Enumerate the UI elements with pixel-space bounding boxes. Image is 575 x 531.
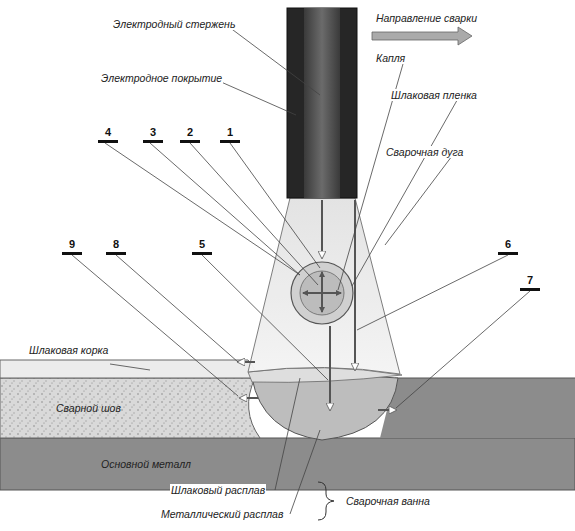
callout-number: 5: [192, 238, 212, 250]
part-label: Направление сварки: [375, 12, 478, 24]
part-label: Сварной шов: [55, 402, 122, 414]
part-label: Сварочная дуга: [385, 146, 464, 158]
part-label: Основной металл: [100, 458, 192, 470]
part-label: Металлический расплав: [160, 508, 284, 520]
part-label: Шлаковая корка: [28, 344, 109, 356]
part-label: Сварочная ванна: [345, 495, 431, 507]
callout-number: 2: [180, 126, 200, 138]
callout-number: 6: [498, 238, 518, 250]
part-label: Электродное покрытие: [100, 72, 223, 84]
callout-number: 8: [106, 238, 126, 250]
callout-number: 4: [98, 126, 118, 138]
callout-number: 3: [143, 126, 163, 138]
part-label: Шлаковый расплав: [170, 484, 266, 496]
part-label: Шлаковая пленка: [390, 89, 478, 101]
part-label: Капля: [375, 52, 406, 64]
part-label: Электродный стержень: [112, 18, 236, 30]
callout-number: 9: [62, 238, 82, 250]
callout-number: 7: [520, 274, 540, 286]
callout-number: 1: [220, 126, 240, 138]
